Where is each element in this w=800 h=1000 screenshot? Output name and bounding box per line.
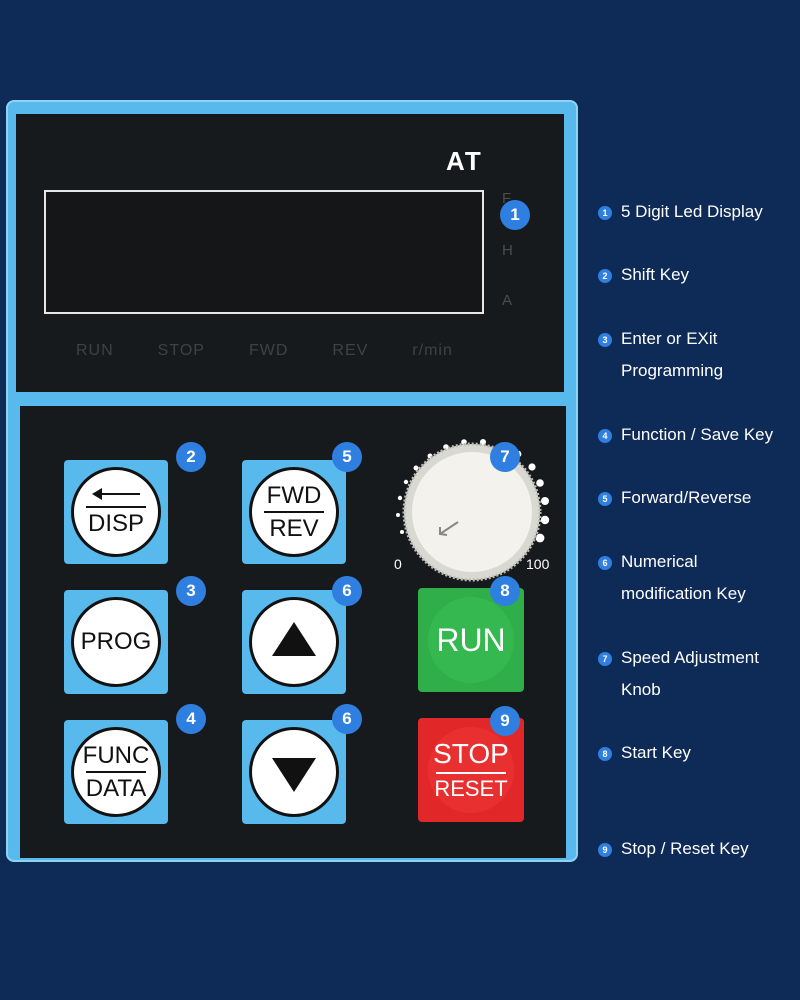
led-display-window bbox=[44, 190, 484, 314]
status-rev: REV bbox=[332, 342, 369, 359]
legend-number-7: 7 bbox=[598, 652, 612, 666]
knob-face bbox=[412, 452, 532, 572]
legend-number-6: 6 bbox=[598, 556, 612, 570]
callout-badge-5: 5 bbox=[332, 442, 362, 472]
legend-text-1: 5 Digit Led Display bbox=[621, 202, 763, 221]
speed-knob[interactable] bbox=[380, 420, 560, 590]
down-keycap bbox=[249, 727, 339, 817]
legend-item-8: 8 Start Key bbox=[598, 743, 798, 769]
rev-label: REV bbox=[269, 515, 319, 542]
func-data-keycap: FUNC DATA bbox=[71, 727, 161, 817]
callout-badge-4: 4 bbox=[176, 704, 206, 734]
data-label: DATA bbox=[85, 775, 147, 802]
status-indicator-row: RUN STOP FWD REV r/min bbox=[76, 342, 476, 362]
knob-pointer-icon bbox=[439, 521, 459, 536]
legend-number-3: 3 bbox=[598, 333, 612, 347]
legend-number-5: 5 bbox=[598, 492, 612, 506]
legend-item-9: 9 Stop / Reset Key bbox=[598, 839, 798, 865]
legend-number-9: 9 bbox=[598, 843, 612, 857]
callout-badge-7: 7 bbox=[490, 442, 520, 472]
status-stop: STOP bbox=[157, 342, 205, 359]
reset-label: RESET bbox=[434, 776, 508, 801]
func-data-key[interactable]: FUNC DATA bbox=[64, 720, 168, 824]
up-key[interactable] bbox=[242, 590, 346, 694]
stop-reset-key[interactable]: STOP RESET bbox=[418, 718, 524, 822]
run-keycap: RUN bbox=[428, 597, 514, 683]
status-fwd: FWD bbox=[248, 342, 289, 359]
knob-min-label: 0 bbox=[394, 556, 402, 572]
legend-item-5: 5 Forward/Reverse bbox=[598, 488, 798, 514]
callout-badge-9: 9 bbox=[490, 706, 520, 736]
legend-item-3: 3 Enter or EXit Programming bbox=[598, 329, 798, 387]
shift-disp-label: DISP bbox=[87, 510, 144, 538]
legend-item-7: 7 Speed Adjustment Knob bbox=[598, 648, 798, 706]
brand-label: AT bbox=[446, 146, 483, 176]
prog-keycap: PROG bbox=[71, 597, 161, 687]
legend-text-2: Shift Key bbox=[621, 265, 690, 284]
legend-text-6: Numerical modification Key bbox=[621, 552, 746, 603]
legend-text-9: Stop / Reset Key bbox=[621, 839, 749, 858]
legend-text-7: Speed Adjustment Knob bbox=[621, 648, 759, 699]
down-key[interactable] bbox=[242, 720, 346, 824]
knob-max-label: 100 bbox=[526, 556, 550, 572]
arrow-left-icon bbox=[92, 487, 140, 501]
callout-badge-6-up: 6 bbox=[332, 576, 362, 606]
fwd-label: FWD bbox=[266, 481, 322, 509]
legend-text-3: Enter or EXit Programming bbox=[621, 329, 724, 380]
callout-badge-6-down: 6 bbox=[332, 704, 362, 734]
legend-text-8: Start Key bbox=[621, 743, 691, 762]
unit-indicator-f: F bbox=[502, 190, 512, 207]
unit-indicator-h: H bbox=[502, 242, 513, 259]
legend-text-4: Function / Save Key bbox=[621, 425, 774, 444]
legend-number-2: 2 bbox=[598, 269, 612, 283]
prog-key[interactable]: PROG bbox=[64, 590, 168, 694]
stop-reset-keycap: STOP RESET bbox=[428, 727, 514, 813]
legend-text-5: Forward/Reverse bbox=[621, 488, 752, 507]
shift-disp-key[interactable]: DISP bbox=[64, 460, 168, 564]
fwd-rev-keycap: FWD REV bbox=[249, 467, 339, 557]
run-label: RUN bbox=[436, 621, 506, 658]
legend-item-1: 1 5 Digit Led Display bbox=[598, 202, 798, 228]
status-rpm: r/min bbox=[412, 342, 453, 359]
triangle-down-icon bbox=[272, 758, 316, 792]
callout-badge-2: 2 bbox=[176, 442, 206, 472]
func-label: FUNC bbox=[82, 741, 150, 769]
legend: 1 5 Digit Led Display 2 Shift Key 3 Ente… bbox=[598, 0, 798, 1000]
triangle-up-icon bbox=[272, 622, 316, 656]
legend-number-8: 8 bbox=[598, 747, 612, 761]
legend-item-4: 4 Function / Save Key bbox=[598, 425, 798, 451]
unit-indicator-a: A bbox=[502, 292, 513, 309]
fwd-rev-key[interactable]: FWD REV bbox=[242, 460, 346, 564]
shift-disp-keycap: DISP bbox=[71, 467, 161, 557]
legend-item-2: 2 Shift Key bbox=[598, 265, 798, 291]
legend-number-4: 4 bbox=[598, 429, 612, 443]
stop-label: STOP bbox=[433, 738, 509, 769]
up-keycap bbox=[249, 597, 339, 687]
legend-number-1: 1 bbox=[598, 206, 612, 220]
legend-item-6: 6 Numerical modification Key bbox=[598, 552, 798, 610]
callout-badge-3: 3 bbox=[176, 576, 206, 606]
status-run: RUN bbox=[76, 342, 114, 359]
callout-badge-8: 8 bbox=[490, 576, 520, 606]
prog-label: PROG bbox=[80, 628, 152, 656]
callout-badge-1: 1 bbox=[500, 200, 530, 230]
